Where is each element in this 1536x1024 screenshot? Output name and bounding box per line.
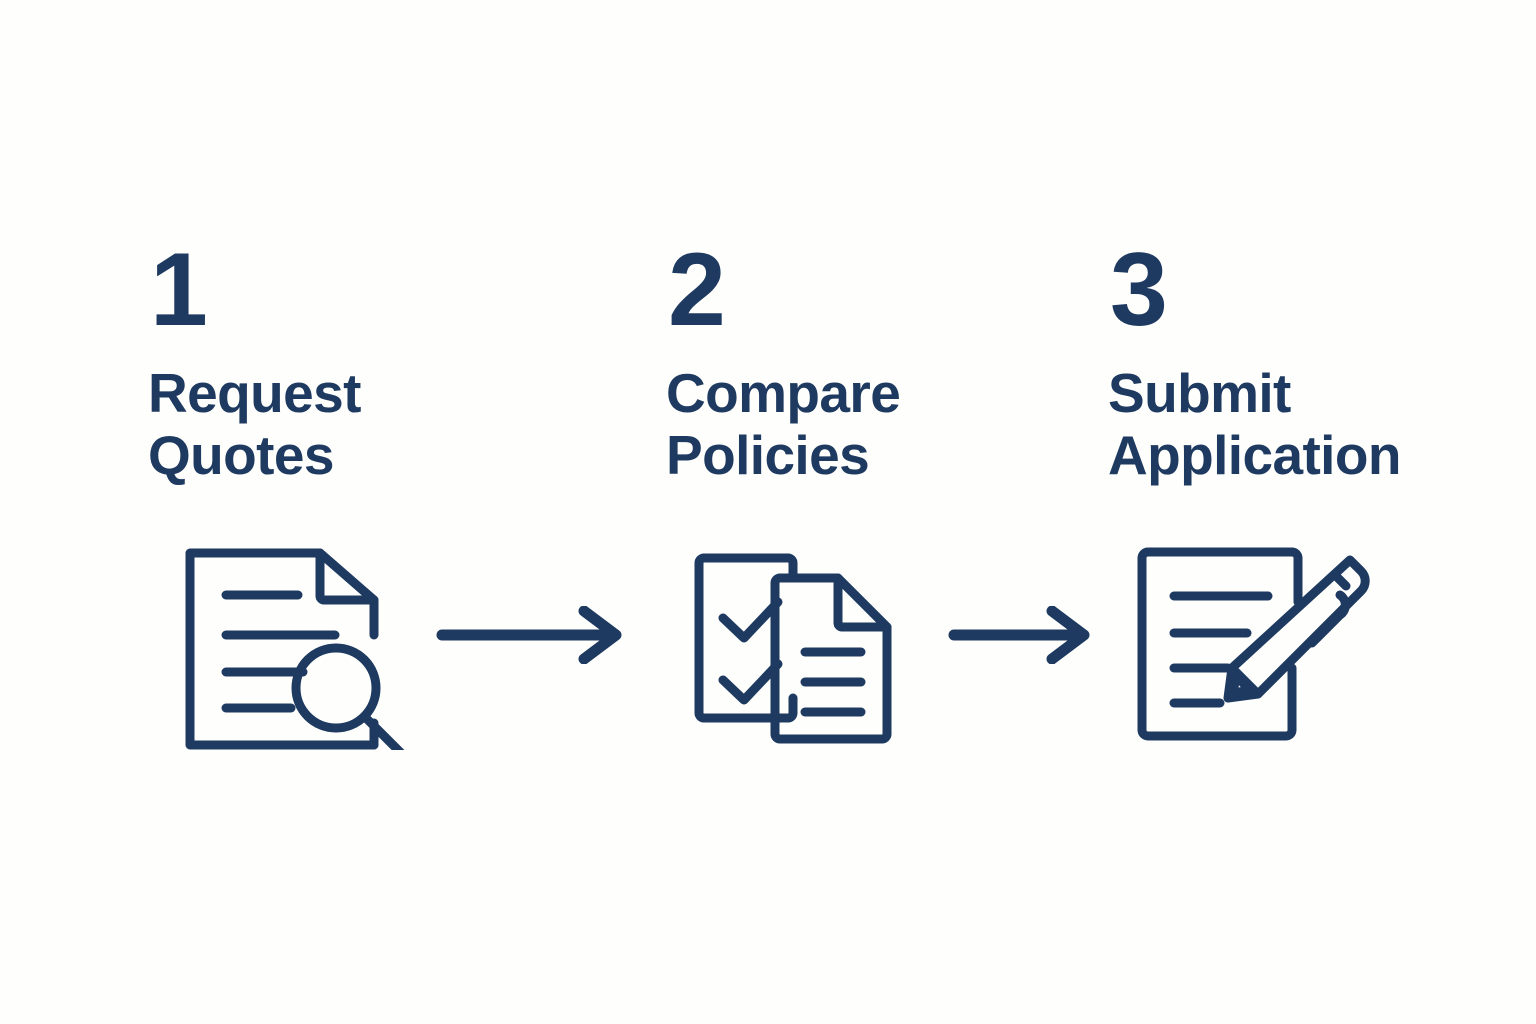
step-number-3: 3 [1110,232,1168,348]
step-number-1: 1 [150,232,208,348]
step-number-2: 2 [668,232,726,348]
process-step-1: 1 Request Quotes [148,232,405,750]
arrow-right-icon-1 [436,606,628,664]
document-pencil-icon [1132,540,1372,748]
process-step-3: 3 Submit Application [1108,232,1401,741]
step-label-1: Request Quotes [148,362,361,486]
process-step-2: 2 Compare Policies [666,232,901,744]
step-label-2: Compare Policies [666,362,901,486]
checklist-documents-icon [688,540,903,752]
step-label-3: Submit Application [1108,362,1401,486]
document-search-icon [178,540,418,750]
arrow-right-icon-2 [948,606,1096,664]
